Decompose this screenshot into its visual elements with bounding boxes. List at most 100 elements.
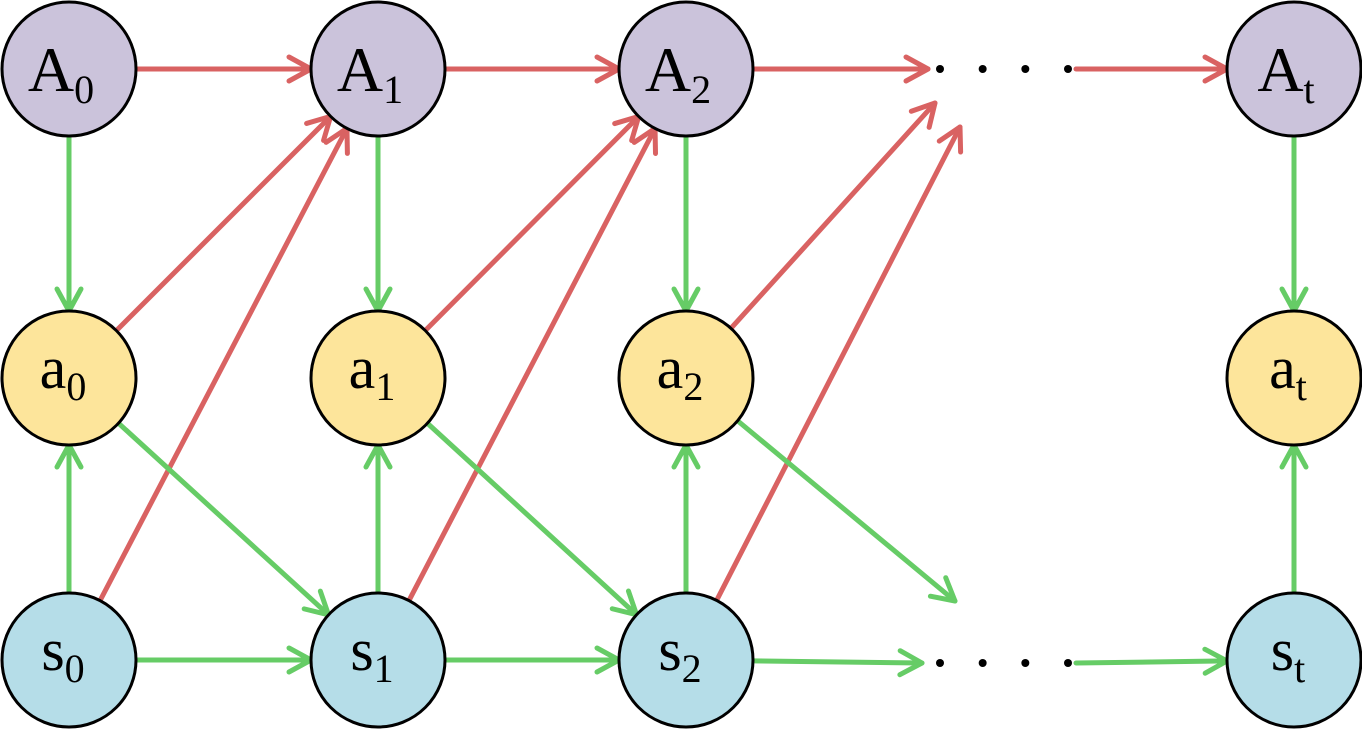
- node-label: s1: [350, 617, 393, 691]
- node-s0: s0: [0, 591, 138, 729]
- node-label-subscript: 0: [66, 364, 86, 409]
- edge-a2-to-dots-bottom: [735, 418, 958, 604]
- node-circle: [617, 591, 755, 729]
- ellipsis-dot: [978, 659, 987, 667]
- edge-line: [424, 420, 640, 618]
- edge-A2-to-a2: [671, 133, 701, 314]
- edge-line: [714, 124, 963, 603]
- edge-line: [728, 100, 938, 331]
- node-label: A0: [28, 34, 94, 112]
- node-circle: [309, 0, 447, 138]
- edge-A0-to-a0: [54, 133, 84, 314]
- node-a1: a1: [309, 309, 447, 447]
- arrowhead-icon: [897, 648, 925, 678]
- ellipsis-dot: [1064, 65, 1072, 73]
- node-circle: [309, 309, 447, 447]
- edge-s2-to-dots-top: [714, 124, 964, 603]
- node-at: at: [1225, 309, 1362, 447]
- edge-a1-to-s2: [424, 420, 640, 618]
- ellipsis-layer: [936, 65, 1072, 667]
- node-label-subscript: t: [1296, 364, 1307, 409]
- node-circle: [1225, 0, 1362, 138]
- node-label-base: s: [1271, 617, 1294, 683]
- node-circle: [309, 591, 447, 729]
- node-A0: A0: [0, 0, 138, 138]
- edge-A1-to-A2: [442, 54, 622, 84]
- edge-a0-to-s1: [115, 420, 332, 618]
- node-label-subscript: 0: [74, 67, 94, 112]
- ellipsis-dot: [978, 65, 987, 73]
- ellipsis-bottom: [936, 659, 1072, 667]
- ellipsis-dot: [1064, 659, 1072, 667]
- edge-st-to-at: [1279, 442, 1309, 596]
- edge-dots-top-to-At: [1073, 54, 1230, 84]
- node-circle: [0, 309, 138, 447]
- edge-line: [422, 113, 642, 334]
- node-label: s0: [41, 617, 84, 691]
- node-label-subscript: 1: [375, 364, 395, 409]
- arrowhead-icon: [903, 54, 931, 84]
- edge-s2-to-dots-bottom: [750, 648, 925, 678]
- edge-s0-to-A1: [97, 125, 350, 604]
- edge-line: [750, 658, 925, 666]
- ellipsis-dot: [1021, 65, 1030, 73]
- edge-line: [406, 125, 658, 604]
- edge-At-to-at: [1279, 133, 1309, 314]
- node-label-base: s: [41, 617, 64, 683]
- edge-s1-to-s2: [442, 645, 622, 675]
- node-label-base: A: [337, 34, 383, 105]
- edge-s2-to-a2: [671, 442, 701, 596]
- node-label-base: a: [40, 335, 67, 401]
- node-At: At: [1225, 0, 1362, 138]
- edge-a2-to-dots-top: [728, 100, 938, 331]
- node-label-subscript: t: [1304, 67, 1315, 112]
- node-label: s2: [658, 617, 701, 691]
- edge-A2-to-dots-top: [750, 54, 931, 84]
- node-label-base: s: [350, 617, 373, 683]
- node-label: a1: [349, 335, 396, 409]
- node-label: at: [1269, 335, 1307, 409]
- node-circle: [617, 0, 755, 138]
- node-label-subscript: 2: [682, 646, 702, 691]
- node-label-subscript: 2: [691, 67, 711, 112]
- node-label-base: A: [1257, 34, 1303, 105]
- node-label-subscript: t: [1294, 646, 1305, 691]
- node-a0: a0: [0, 309, 138, 447]
- arrowhead-icon: [908, 100, 938, 130]
- node-label-subscript: 1: [374, 646, 394, 691]
- edge-line: [113, 113, 334, 334]
- edge-line: [115, 420, 332, 618]
- node-label-base: A: [28, 34, 74, 105]
- node-label-base: a: [1269, 335, 1296, 401]
- ellipsis-dot: [1021, 659, 1030, 667]
- node-circle: [1225, 309, 1362, 447]
- node-s1: s1: [309, 591, 447, 729]
- node-label-base: a: [349, 335, 376, 401]
- node-label-subscript: 1: [383, 67, 403, 112]
- ellipsis-dot: [936, 659, 944, 667]
- edge-s0-to-s1: [133, 645, 314, 675]
- node-label-base: A: [645, 34, 691, 105]
- ellipsis-top: [936, 65, 1072, 73]
- edge-dots-bottom-to-st: [1073, 646, 1230, 676]
- edge-A0-to-A1: [133, 54, 314, 84]
- node-circle: [1225, 591, 1362, 729]
- node-label-subscript: 0: [65, 646, 85, 691]
- edge-line: [735, 418, 958, 604]
- edge-s1-to-A2: [406, 125, 659, 604]
- node-label-subscript: 2: [683, 364, 703, 409]
- node-A2: A2: [617, 0, 755, 138]
- edge-line: [1073, 658, 1230, 666]
- node-A1: A1: [309, 0, 447, 138]
- edge-s0-to-a0: [54, 442, 84, 596]
- node-st: st: [1225, 591, 1362, 729]
- arrowhead-icon: [927, 575, 958, 604]
- ellipsis-dot: [936, 65, 944, 73]
- node-a2: a2: [617, 309, 755, 447]
- node-label: At: [1257, 34, 1314, 112]
- node-circle: [617, 309, 755, 447]
- node-label: st: [1271, 617, 1305, 691]
- edges-layer: [54, 54, 1309, 678]
- node-label: a0: [40, 335, 87, 409]
